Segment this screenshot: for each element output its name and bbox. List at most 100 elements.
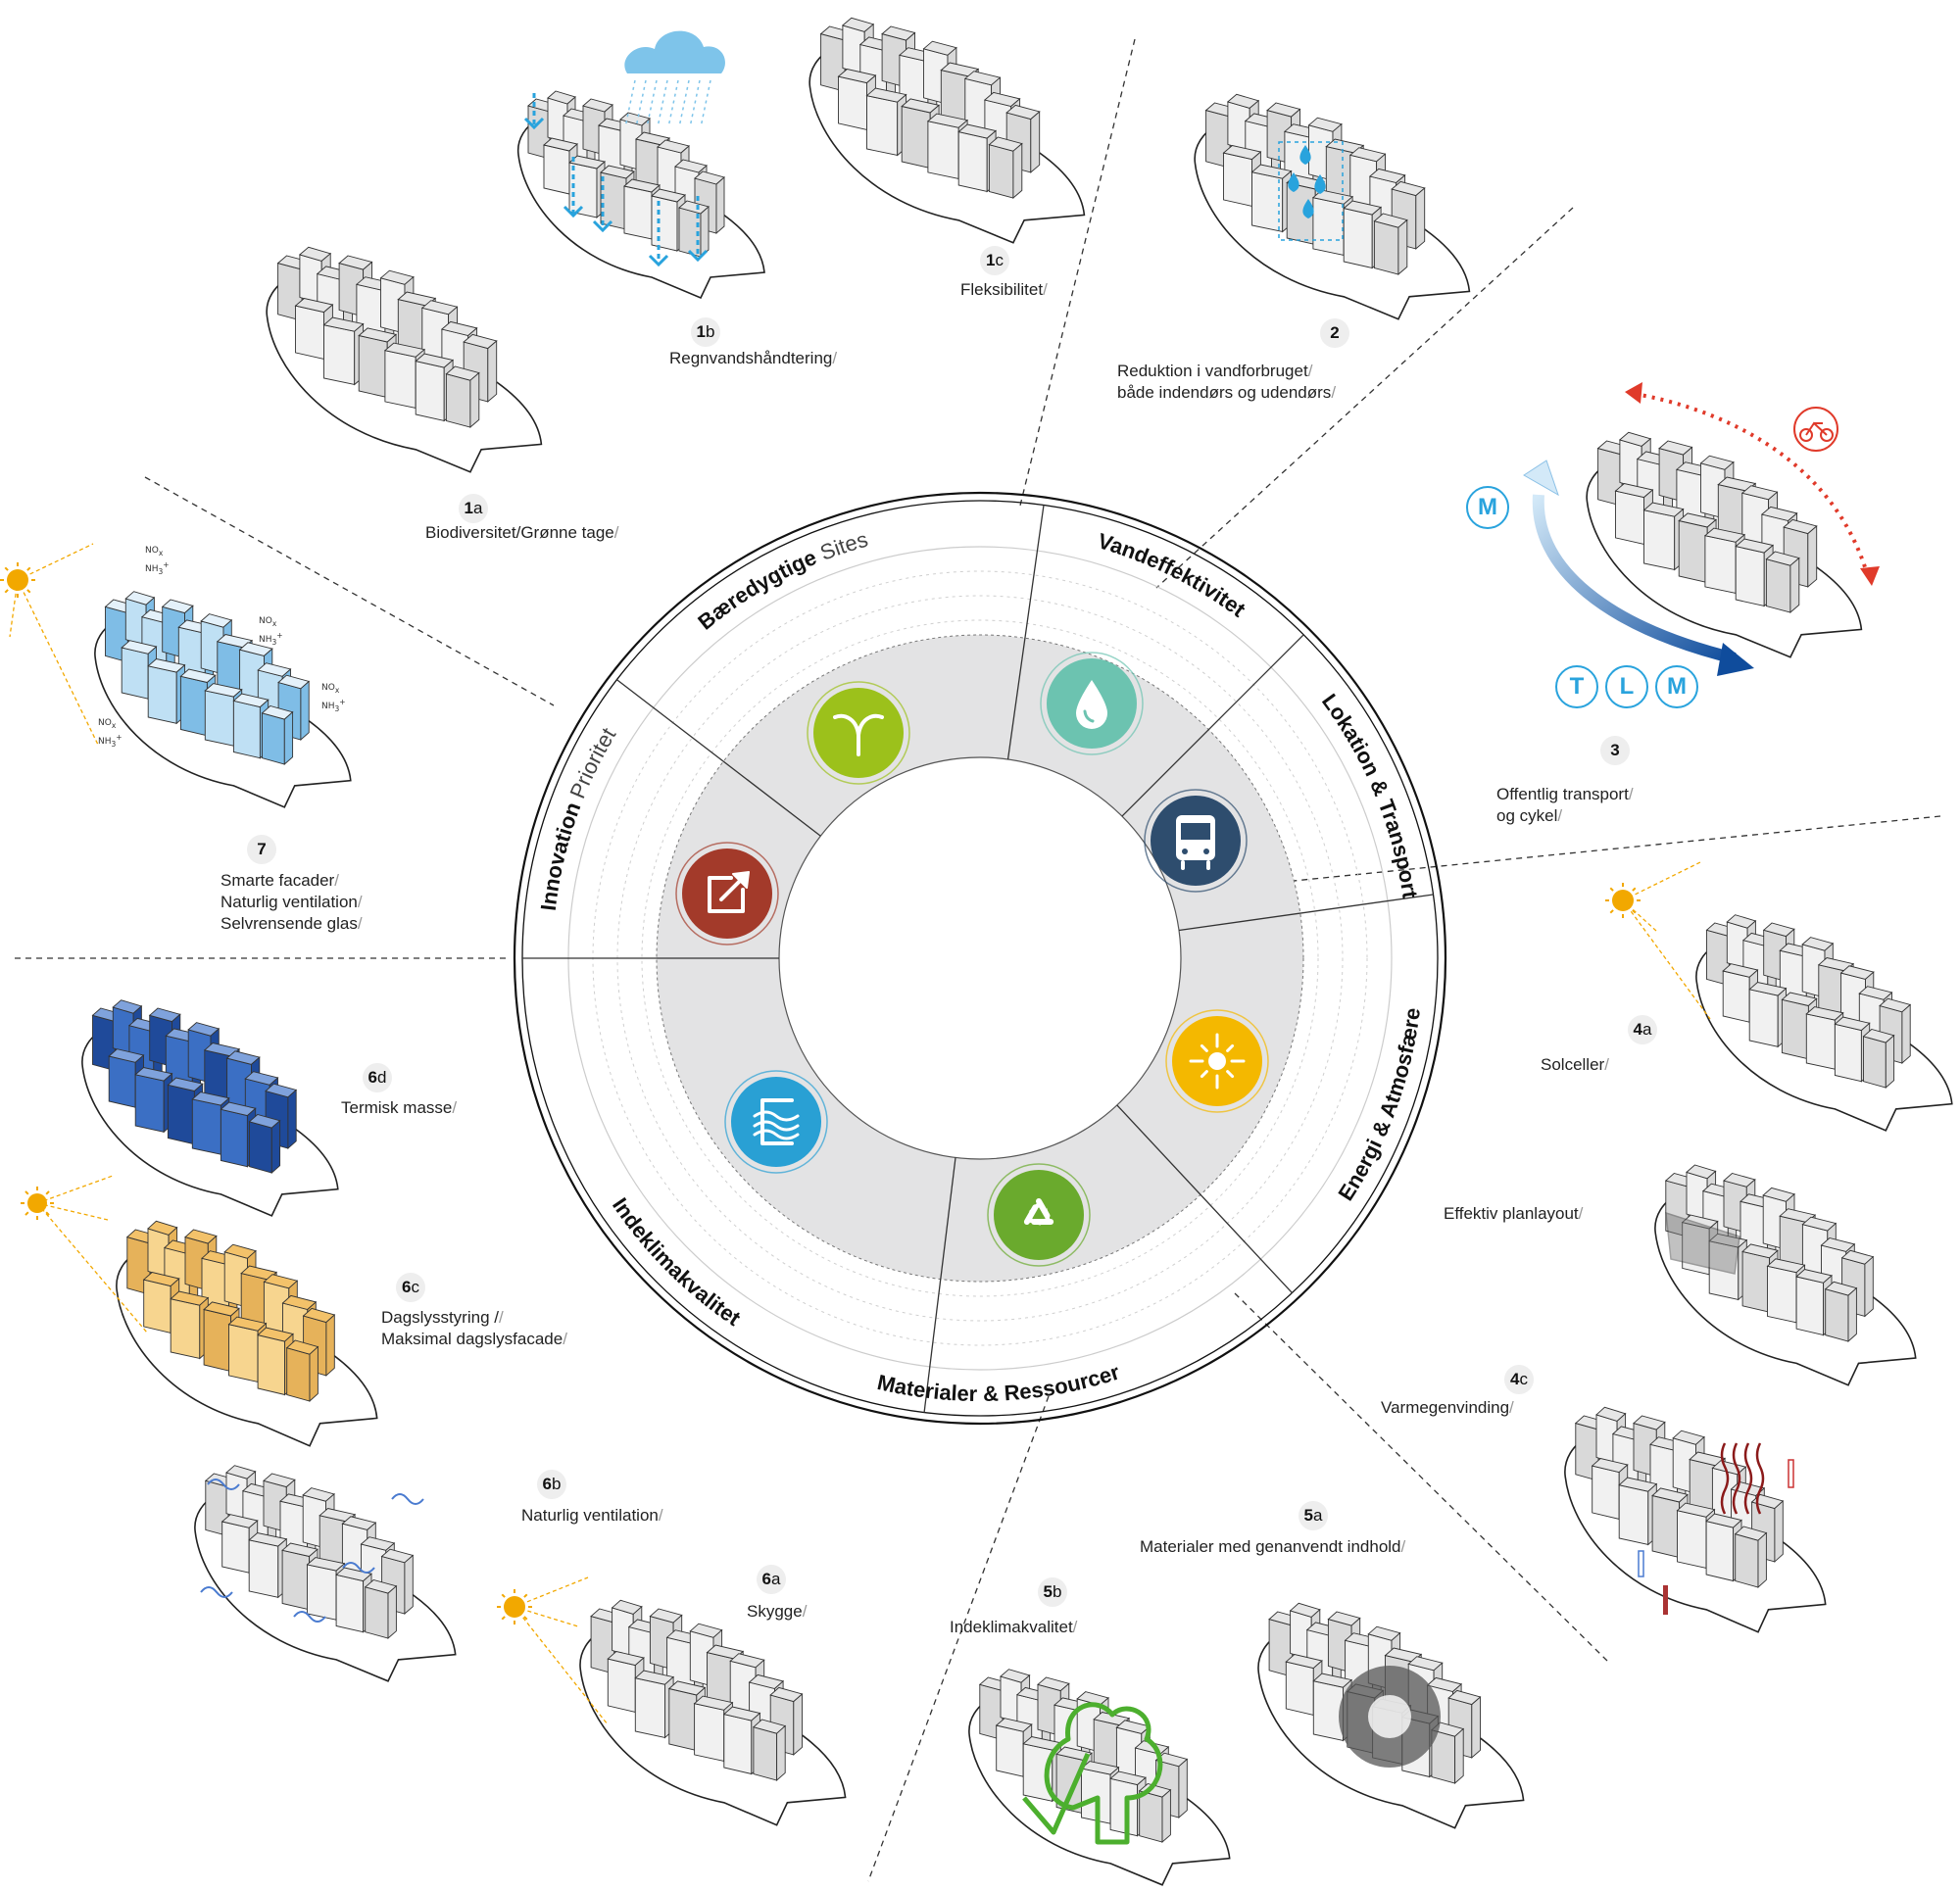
thermometer-icon (1638, 1550, 1644, 1577)
arrow-head (1625, 382, 1642, 404)
bus-line-badge-m: M (1655, 665, 1698, 708)
airflow-icon (342, 1562, 375, 1574)
sprout-icon (833, 713, 884, 756)
item-number-suffix: b (1053, 1582, 1062, 1601)
building-block (1824, 1281, 1858, 1343)
item-label-5b: Indeklimakvalitet (950, 1617, 1077, 1638)
building-block (1765, 551, 1800, 613)
category-icon-energy (1165, 1009, 1269, 1113)
item-number-suffix: c (411, 1278, 419, 1296)
sector-divider-line (1234, 1292, 1608, 1662)
building-block (1312, 1673, 1353, 1742)
bike-route-arrow (1634, 392, 1869, 574)
external-link-icon (708, 871, 750, 913)
building-sketch-1b (514, 76, 769, 302)
item-number-suffix: c (1519, 1370, 1528, 1388)
item-number-digit: 6 (402, 1278, 412, 1296)
thermometer-icon (1788, 1459, 1794, 1488)
item-number-7: 7 (247, 835, 276, 864)
category-icon-transport (1144, 789, 1248, 893)
ring-guide-dotted (616, 595, 1344, 1322)
sun-icon (497, 1576, 609, 1725)
item-number-2: 2 (1320, 318, 1349, 348)
item-label-line: Biodiversitet/Grønne tage (425, 522, 619, 544)
item-number-digit: 6 (542, 1475, 552, 1493)
building-block (445, 365, 480, 428)
water-drop-icon (1299, 145, 1311, 165)
sun-icon (0, 543, 99, 746)
item-number-suffix: a (771, 1570, 781, 1588)
item-number-suffix: b (552, 1475, 562, 1493)
building-sketch-6b (191, 1450, 461, 1685)
rain-downpipe-arrow (563, 157, 584, 218)
item-number-suffix: a (1313, 1506, 1323, 1525)
item-number-digit: 1 (986, 251, 996, 269)
item-label-line: Naturlig ventilation (521, 1505, 663, 1527)
sector-divider-line (1155, 207, 1574, 589)
building-block (752, 1719, 787, 1781)
heat-wave-icon (1743, 1442, 1753, 1515)
bus-icon (1176, 815, 1215, 870)
ring-guide-dotted (641, 619, 1319, 1297)
water-drop-icon (1076, 680, 1107, 729)
sun-icon (1189, 1033, 1246, 1090)
rain-downpipe-arrow (523, 93, 545, 130)
rain-cloud-icon (624, 30, 725, 128)
item-number-digit: 5 (1303, 1506, 1313, 1525)
building-sketch-6d (78, 985, 343, 1220)
building-block (1138, 1783, 1172, 1843)
rain-downpipe-arrow (648, 201, 669, 267)
plan-layout-highlight (1665, 1211, 1740, 1275)
category-icon-water (1040, 652, 1144, 755)
sector-divider-line (1165, 815, 1941, 895)
ring-outer-edge (513, 491, 1447, 1426)
item-label-line: Varmegenvinding (1381, 1397, 1514, 1419)
sector-boundary (1006, 505, 1045, 760)
sector-boundary (923, 1157, 956, 1413)
sector-boundary (616, 679, 821, 837)
item-number-digit: 4 (1633, 1020, 1642, 1039)
heat-wave-icon (1755, 1442, 1765, 1515)
item-label-6d: Termisk masse (341, 1097, 457, 1119)
metro-badge-top: M (1466, 486, 1509, 529)
building-sketch-4c (1561, 1391, 1831, 1636)
ventilation-icon (753, 1098, 800, 1145)
sun-icon (21, 1175, 148, 1333)
sector-divider-line (1018, 38, 1136, 510)
arrow-head (1717, 643, 1754, 676)
item-label-line: Offentlig transport (1496, 784, 1634, 805)
building-sketch-4a (1692, 899, 1957, 1135)
item-number-digit: 3 (1610, 741, 1620, 759)
item-label-3: Offentlig transportog cykel (1496, 784, 1634, 827)
metro-route-arrow (1532, 494, 1737, 664)
thermometer-icon (1663, 1585, 1668, 1615)
item-label-6b: Naturlig ventilation (521, 1505, 663, 1527)
item-number-suffix: a (473, 499, 483, 517)
tree-checkmark-icon (1022, 1702, 1163, 1845)
item-number-digit: 1 (464, 499, 473, 517)
item-label-line: både indendørs og udendørs (1117, 382, 1336, 404)
item-label-4c: Varmegenvinding (1381, 1397, 1514, 1419)
bus-line-badge-l: L (1605, 665, 1648, 708)
building-sketch-1a (263, 231, 547, 476)
item-label-line: Skygge (747, 1601, 807, 1623)
rain-downpipe-arrow (687, 196, 709, 263)
building-block (261, 705, 294, 765)
water-zone-outline (1278, 141, 1344, 241)
item-number-digit: 5 (1043, 1582, 1053, 1601)
rain-downpipe-arrow (592, 176, 613, 233)
building-block (285, 1339, 319, 1403)
building-sketch-7 (91, 576, 356, 811)
sector-divider-line (144, 476, 555, 706)
category-icon-innovation (675, 842, 779, 946)
item-label-line: Reduktion i vandforbruget (1117, 361, 1336, 382)
item-number-3: 3 (1600, 736, 1630, 765)
item-label-line: Naturlig ventilation (220, 892, 363, 913)
